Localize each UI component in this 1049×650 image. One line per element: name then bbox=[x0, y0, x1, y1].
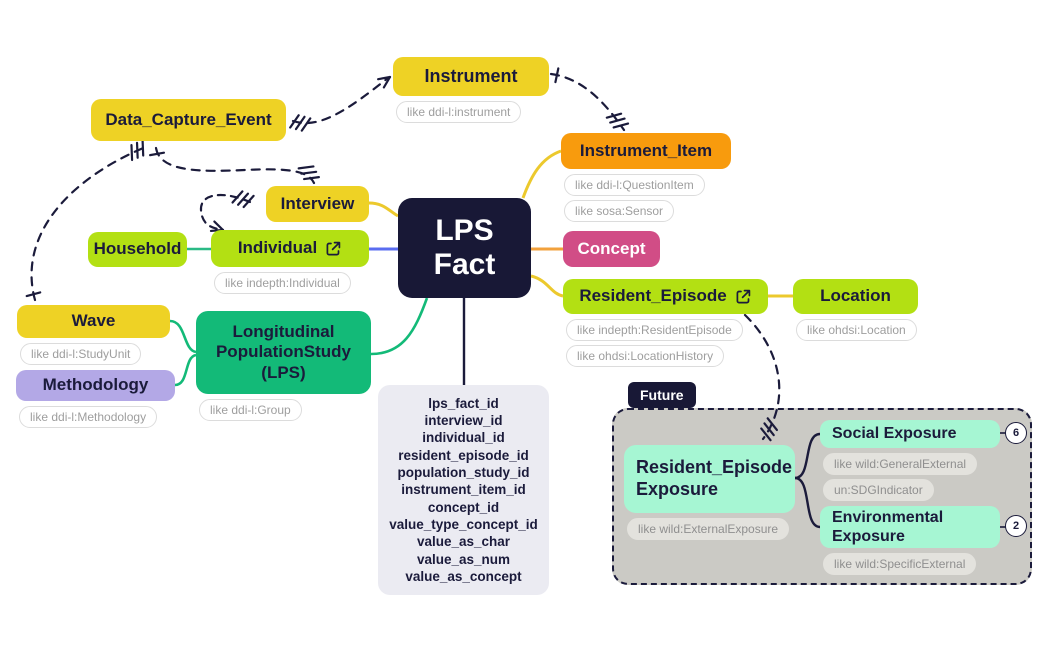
individual-tags: like indepth:Individual bbox=[214, 272, 351, 294]
field-name: concept_id bbox=[427, 499, 500, 515]
one-bar-instrument bbox=[554, 67, 560, 84]
node-resident-episode: Resident_Episode like indepth:ResidentEp… bbox=[563, 279, 768, 367]
resident-episode-label: Resident_Episode bbox=[579, 286, 727, 306]
connector-lpsfact-residentepisode bbox=[530, 274, 564, 298]
annotation-pill: like wild:ExternalExposure bbox=[627, 518, 790, 540]
node-data-capture-event: Data_Capture_Event bbox=[91, 99, 286, 141]
interview-box[interactable]: Interview bbox=[266, 186, 369, 222]
instrument-tags: like ddi-l:instrument bbox=[396, 101, 522, 123]
node-social-exposure: Social Exposure like wild:GeneralExterna… bbox=[820, 420, 1000, 501]
resident-episode-exposure-tags: like wild:ExternalExposure bbox=[627, 518, 790, 540]
annotation-pill: like ddi-l:StudyUnit bbox=[20, 343, 142, 365]
node-methodology: Methodology like ddi-l:Methodology bbox=[16, 370, 175, 428]
field-name: resident_episode_id bbox=[398, 447, 529, 463]
field-name: value_as_char bbox=[416, 534, 511, 550]
individual-label: Individual bbox=[237, 238, 318, 258]
instrument-box[interactable]: Instrument bbox=[393, 57, 549, 96]
crow-foot-interview-side bbox=[231, 190, 255, 209]
connector-lpsfact-instrumentitem bbox=[521, 149, 562, 199]
field-name: value_as_concept bbox=[405, 568, 522, 584]
annotation-pill: like ohdsi:LocationHistory bbox=[566, 345, 725, 367]
social-exposure-box[interactable]: Social Exposure bbox=[820, 420, 1000, 448]
connector-instrument-instrumentitem-dashed bbox=[549, 72, 626, 132]
annotation-pill: like ddi-l:QuestionItem bbox=[564, 174, 705, 196]
arrow-head-instrument bbox=[377, 75, 392, 89]
node-interview: Interview bbox=[266, 186, 369, 222]
social-exposure-count-badge: 6 bbox=[1005, 422, 1027, 444]
environmental-exposure-box[interactable]: Environmental Exposure bbox=[820, 506, 1000, 548]
crow-foot-instrumentitem bbox=[605, 112, 630, 129]
one-bar-dce bbox=[149, 151, 166, 157]
environmental-exposure-count-badge: 2 bbox=[1005, 515, 1027, 537]
field-name: lps_fact_id bbox=[428, 395, 499, 411]
location-box[interactable]: Location bbox=[793, 279, 918, 314]
field-name: value_as_num bbox=[416, 551, 511, 567]
one-bar-wave bbox=[25, 291, 42, 298]
field-name: individual_id bbox=[422, 430, 505, 446]
field-name: value_type_concept_id bbox=[389, 516, 538, 532]
field-name: instrument_item_id bbox=[401, 482, 526, 498]
lps-fact-box[interactable]: LPS Fact bbox=[398, 198, 531, 298]
node-household: Household bbox=[88, 232, 187, 267]
node-environmental-exposure: Environmental Exposure like wild:Specifi… bbox=[820, 506, 1000, 575]
node-concept: Concept bbox=[563, 231, 660, 267]
crow-foot-interview bbox=[297, 165, 320, 181]
node-individual: Individual like indepth:Individual bbox=[211, 230, 369, 294]
node-location: Location like ohdsi:Location bbox=[793, 279, 918, 341]
lps-tags: like ddi-l:Group bbox=[199, 399, 302, 421]
wave-box[interactable]: Wave bbox=[17, 305, 170, 338]
lps-box[interactable]: Longitudinal PopulationStudy (LPS) bbox=[196, 311, 371, 394]
wave-tags: like ddi-l:StudyUnit bbox=[20, 343, 142, 365]
household-box[interactable]: Household bbox=[88, 232, 187, 267]
connector-interview-individual-dashed bbox=[199, 194, 252, 232]
field-name: population_study_id bbox=[397, 465, 530, 481]
concept-box[interactable]: Concept bbox=[563, 231, 660, 267]
external-link-icon[interactable] bbox=[325, 240, 342, 257]
crow-foot-dce bbox=[130, 139, 145, 162]
resident-episode-box[interactable]: Resident_Episode bbox=[563, 279, 768, 314]
annotation-pill: like ddi-l:Group bbox=[199, 399, 302, 421]
crow-foot-dce-side bbox=[289, 114, 312, 132]
location-tags: like ohdsi:Location bbox=[796, 319, 917, 341]
methodology-box[interactable]: Methodology bbox=[16, 370, 175, 401]
node-lps-fact: LPS Fact bbox=[398, 198, 531, 298]
connector-dce-interview-dashed bbox=[154, 146, 316, 185]
annotation-pill: like indepth:ResidentEpisode bbox=[566, 319, 743, 341]
external-link-icon[interactable] bbox=[735, 288, 752, 305]
connector-lps-lpsfact bbox=[370, 297, 429, 356]
connector-methodology-lps bbox=[174, 353, 197, 387]
annotation-pill: like ohdsi:Location bbox=[796, 319, 917, 341]
connector-wave-dce-dashed bbox=[30, 144, 150, 302]
annotation-pill: like ddi-l:instrument bbox=[396, 101, 522, 123]
resident-episode-tags: like indepth:ResidentEpisode like ohdsi:L… bbox=[566, 319, 743, 367]
resident-episode-exposure-box[interactable]: Resident_Episode Exposure bbox=[624, 445, 795, 513]
node-wave: Wave like ddi-l:StudyUnit bbox=[17, 305, 170, 365]
annotation-pill: like ddi-l:Methodology bbox=[19, 406, 158, 428]
instrument-item-box[interactable]: Instrument_Item bbox=[561, 133, 731, 169]
social-exposure-tags: like wild:GeneralExternal un:SDGIndicator bbox=[823, 453, 978, 501]
annotation-pill: like sosa:Sensor bbox=[564, 200, 675, 222]
connector-dce-instrument-dashed bbox=[291, 76, 390, 125]
individual-box[interactable]: Individual bbox=[211, 230, 369, 267]
field-name: interview_id bbox=[424, 413, 503, 429]
future-label: Future bbox=[628, 382, 696, 408]
node-resident-episode-exposure: Resident_Episode Exposure like wild:Exte… bbox=[624, 445, 795, 540]
annotation-pill: un:SDGIndicator bbox=[823, 479, 934, 501]
node-instrument: Instrument like ddi-l:instrument bbox=[393, 57, 549, 123]
connector-wave-lps bbox=[169, 319, 197, 354]
node-longitudinal-population-study: Longitudinal PopulationStudy (LPS) like … bbox=[196, 311, 371, 421]
data-capture-event-box[interactable]: Data_Capture_Event bbox=[91, 99, 286, 141]
instrument-item-tags: like ddi-l:QuestionItem like sosa:Sensor bbox=[564, 174, 705, 222]
annotation-pill: like wild:GeneralExternal bbox=[823, 453, 978, 475]
environmental-exposure-tags: like wild:SpecificExternal bbox=[823, 553, 977, 575]
annotation-pill: like indepth:Individual bbox=[214, 272, 351, 294]
connector-interview-lpsfact bbox=[368, 201, 399, 218]
methodology-tags: like ddi-l:Methodology bbox=[19, 406, 158, 428]
annotation-pill: like wild:SpecificExternal bbox=[823, 553, 977, 575]
